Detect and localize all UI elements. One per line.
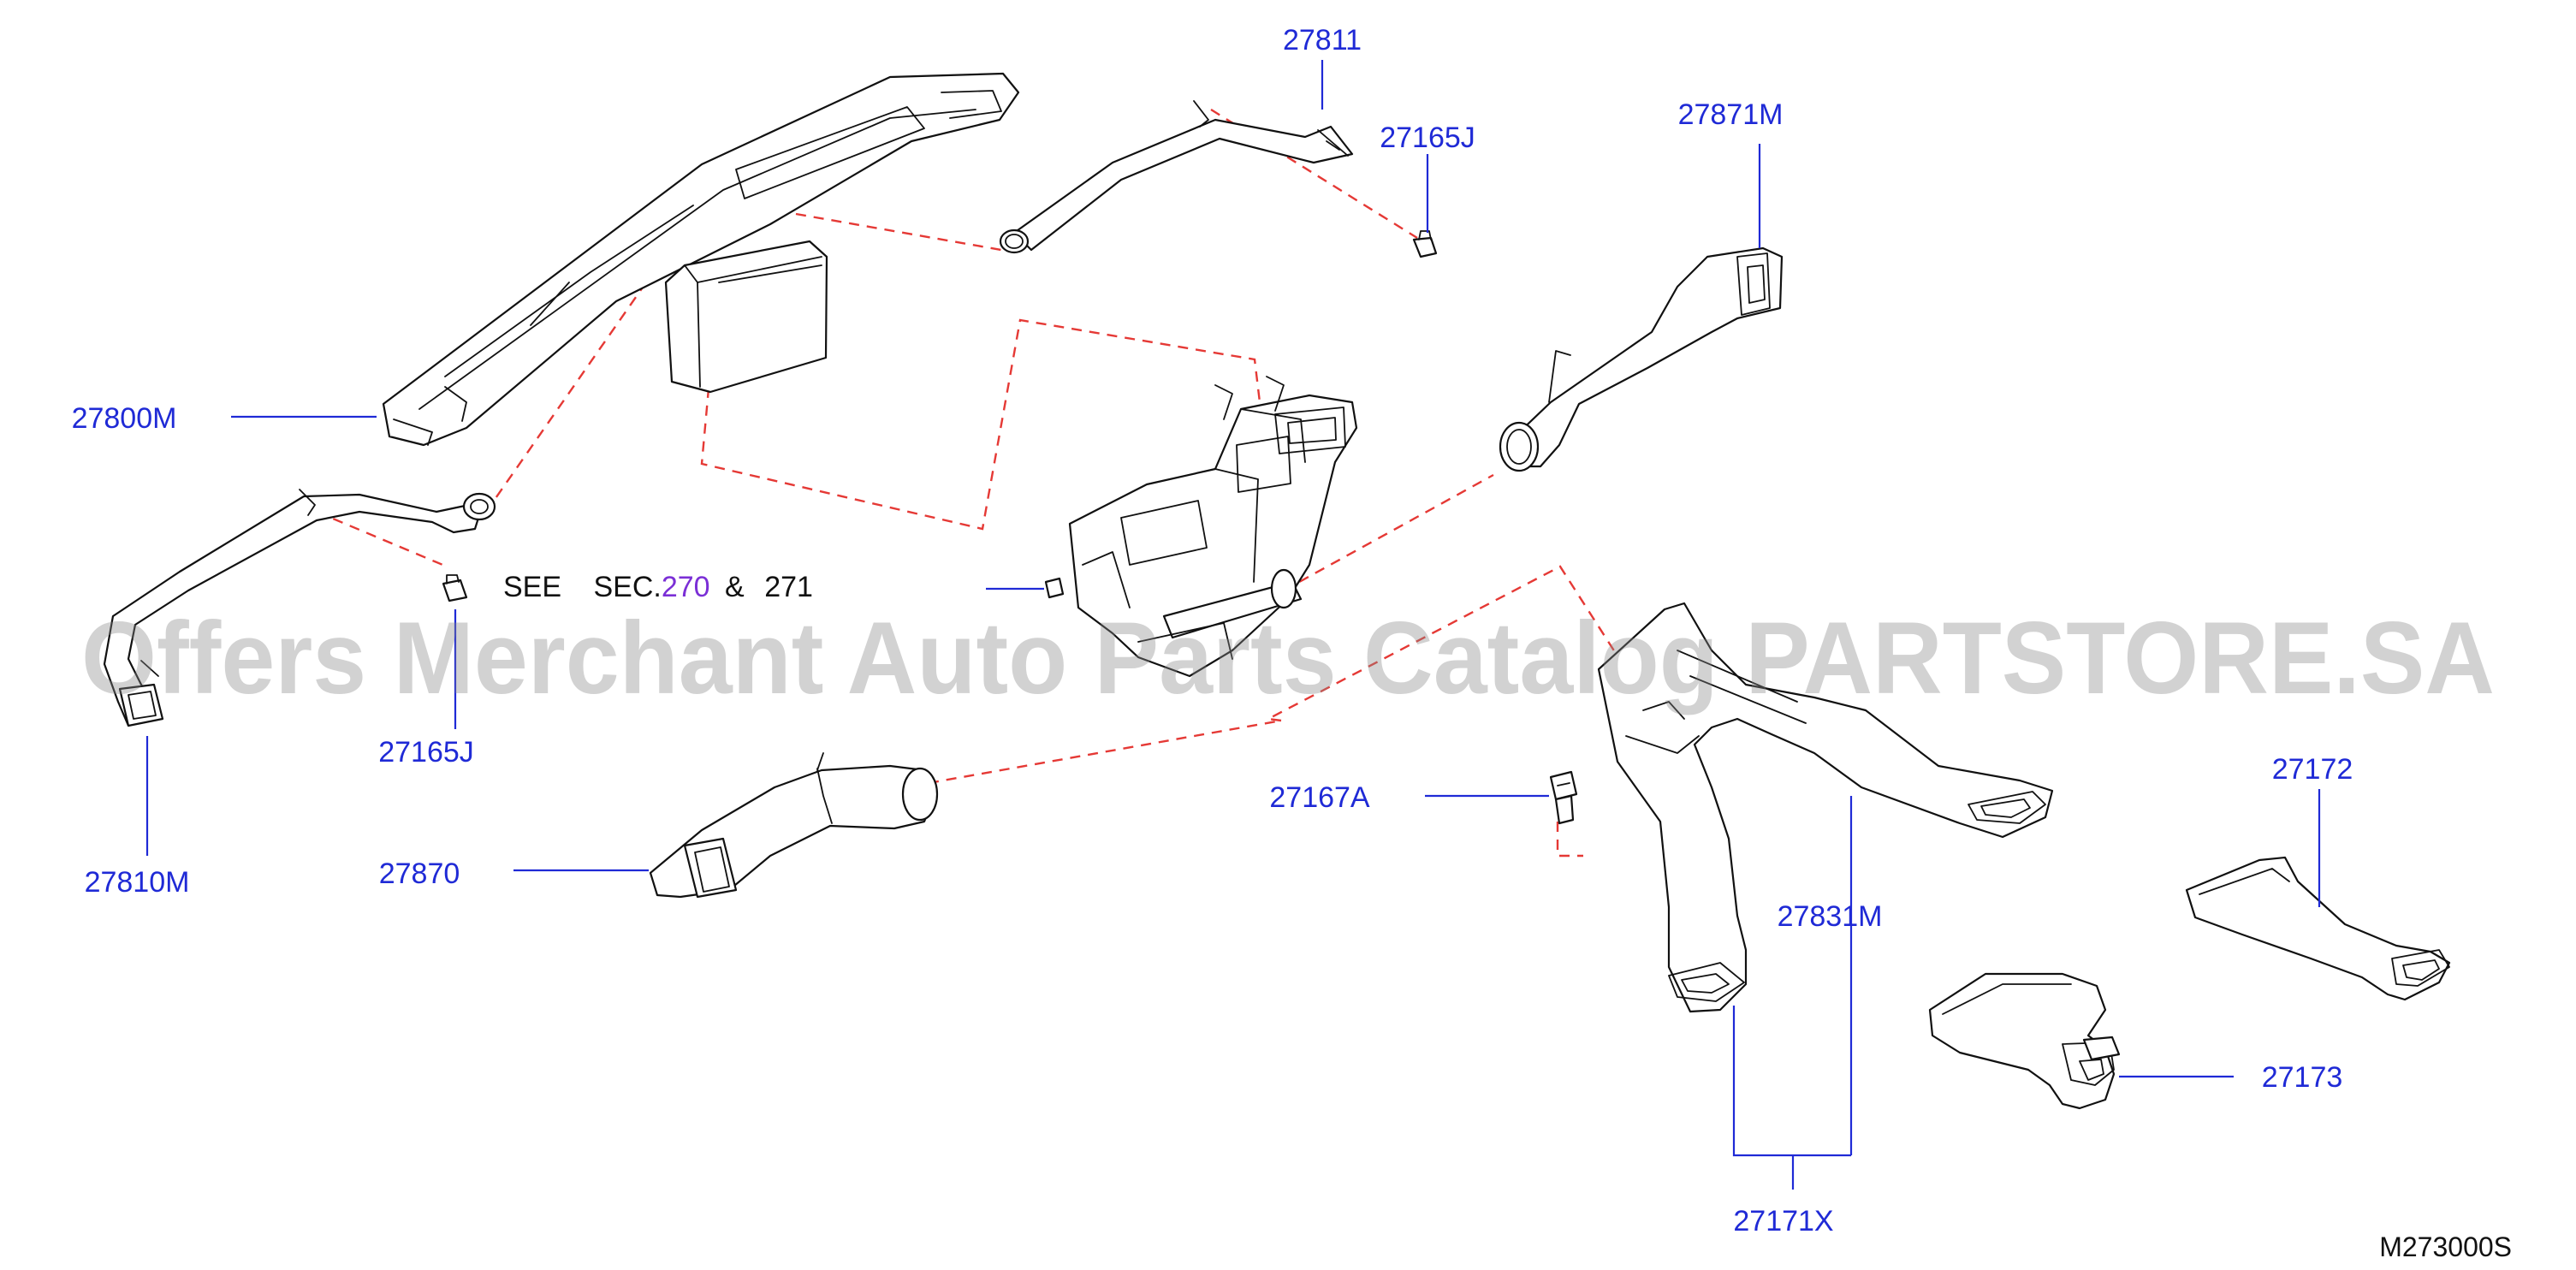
reference-ampersand: &: [725, 571, 745, 603]
callout-27831m: 27831M: [1778, 900, 1883, 933]
callout-labels: 27811 27165J 27871M 27800M 27165J 27810M…: [72, 24, 2353, 1237]
reference-sec-prefix: SEC.: [594, 571, 662, 603]
callout-27171x: 27171X: [1733, 1205, 1833, 1237]
reference-see: SEE: [503, 571, 561, 603]
assembly-dashed-lines: [316, 108, 1632, 858]
callout-27811: 27811: [1283, 24, 1362, 56]
part-27165j-left-clip: [442, 574, 468, 602]
reference-sec-271: 271: [764, 571, 813, 603]
part-27173-duct: [1928, 972, 2121, 1110]
reference-sec-270-link[interactable]: 270: [662, 571, 710, 603]
part-27172-duct: [2185, 856, 2451, 1001]
part-27810m-side-tube: [103, 489, 496, 727]
part-27811-upper-tube: [999, 100, 1354, 254]
callout-27173: 27173: [2262, 1061, 2343, 1094]
callout-27870: 27870: [379, 858, 460, 890]
callout-27172: 27172: [2272, 753, 2353, 786]
callout-27800m: 27800M: [72, 402, 177, 435]
part-27831m-floor-duct: [1597, 602, 2054, 1013]
part-27870-lower-duct: [649, 752, 939, 899]
diagram-code: M273000S: [2379, 1231, 2512, 1262]
part-27871m-right-duct: [1499, 246, 1784, 472]
callout-27165j-top: 27165J: [1380, 122, 1475, 154]
callout-27167a: 27167A: [1269, 781, 1370, 814]
part-27167a-clip: [1549, 770, 1578, 825]
callout-27165j-left: 27165J: [378, 736, 474, 769]
leader-lines: [145, 60, 2321, 1190]
part-27800m-main-duct: [382, 72, 1020, 447]
part-central-heater-assembly: [1044, 376, 1358, 678]
section-reference-note: SEE SEC.270 & 271: [503, 571, 813, 603]
callout-27810m: 27810M: [85, 866, 190, 899]
watermark-text: Offers Merchant Auto Parts Catalog PARTS…: [81, 601, 2495, 715]
callout-27871m: 27871M: [1678, 98, 1784, 131]
part-27165j-top-clip: [1412, 230, 1438, 258]
